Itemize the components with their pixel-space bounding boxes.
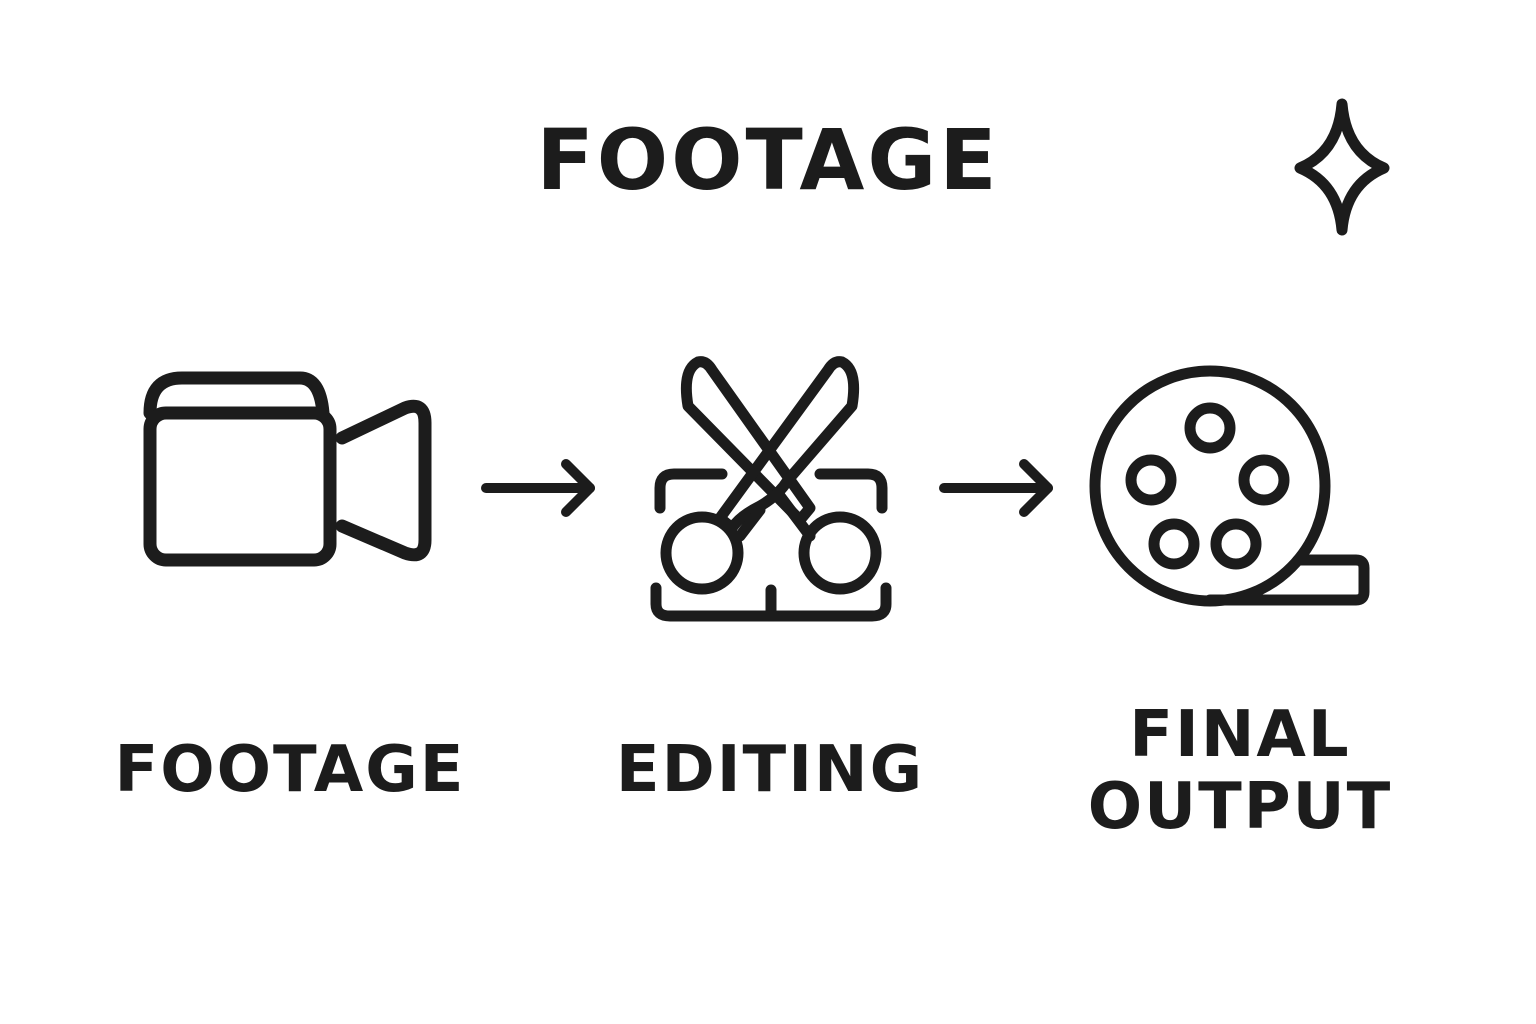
- stage-label-editing: EDITING: [590, 733, 950, 807]
- arrow-right-icon: [936, 458, 1060, 518]
- stage-label-line: EDITING: [615, 733, 925, 807]
- arrow-right-icon: [478, 458, 602, 518]
- diagram-title: FOOTAGE: [536, 111, 1000, 209]
- stage-label-line: FOOTAGE: [114, 733, 466, 807]
- film-reel-sparkle-icon: [1088, 96, 1398, 612]
- stage-label-line: FINAL: [1129, 698, 1351, 772]
- stage-label-footage: FOOTAGE: [110, 733, 470, 807]
- stage-label-line: OUTPUT: [1087, 769, 1393, 844]
- video-camera-icon: [140, 368, 440, 578]
- scissors-trim-icon: [640, 348, 900, 628]
- stage-label-final-output: FINAL OUTPUT: [1060, 698, 1420, 844]
